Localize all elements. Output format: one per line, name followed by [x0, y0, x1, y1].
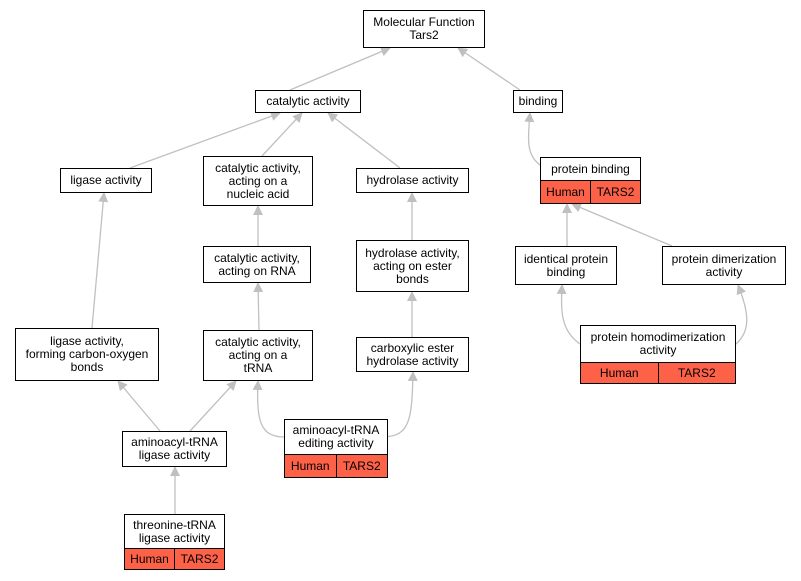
edge-binding-mf	[457, 47, 521, 91]
node-protein-homodimerization[interactable]: protein homodimerization activity	[580, 325, 736, 363]
edge-hydrolase-catalytic	[327, 112, 401, 169]
edge-editing-carbox	[381, 371, 418, 438]
annotation-threonine-trna-ligase: Human TARS2	[124, 549, 225, 570]
node-binding[interactable]: binding	[513, 90, 563, 113]
annotation-species: Human	[541, 181, 590, 203]
edge-catna-catalytic	[261, 112, 303, 157]
node-protein-dimerization[interactable]: protein dimerization activity	[662, 246, 786, 285]
edge-ligco-ligase	[91, 192, 109, 329]
node-hydrolase-ester[interactable]: hydrolase activity, acting on ester bond…	[356, 240, 469, 292]
edge-catalytic-mf	[289, 46, 391, 91]
annotation-protein-homodimerization: Human TARS2	[580, 363, 736, 384]
node-ligase-activity[interactable]: ligase activity	[60, 168, 152, 193]
edge-dimer-protbind	[571, 202, 673, 247]
edge-aatrna-ligco	[117, 380, 161, 432]
node-catalytic-trna[interactable]: catalytic activity, acting on a tRNA	[203, 330, 313, 381]
annotation-gene: TARS2	[335, 455, 387, 477]
node-identical-protein-binding[interactable]: identical protein binding	[515, 246, 617, 285]
annotation-species: Human	[125, 549, 174, 569]
edge-ligase-catalytic	[129, 111, 281, 169]
annotation-gene: TARS2	[590, 181, 640, 203]
edge-cattrna-catrna	[253, 282, 264, 331]
annotation-species: Human	[285, 455, 336, 477]
node-protein-binding[interactable]: protein binding	[540, 157, 641, 181]
annotation-gene: TARS2	[174, 549, 224, 569]
annotation-species: Human	[581, 363, 658, 383]
node-catalytic-activity[interactable]: catalytic activity	[255, 90, 361, 113]
node-aminoacyl-trna-ligase[interactable]: aminoacyl-tRNA ligase activity	[122, 431, 227, 467]
annotation-aminoacyl-trna-editing: Human TARS2	[284, 455, 388, 478]
node-ligase-carbon-oxygen[interactable]: ligase activity, forming carbon-oxygen b…	[15, 328, 159, 381]
node-carboxylic-ester[interactable]: carboxylic ester hydrolase activity	[356, 337, 469, 372]
edge-aatrna-cattrna	[189, 380, 237, 432]
node-molecular-function[interactable]: Molecular Function Tars2	[363, 10, 485, 48]
edge-editing-cattrna	[252, 380, 285, 438]
node-aminoacyl-trna-editing[interactable]: aminoacyl-tRNA editing activity	[284, 419, 388, 455]
node-catalytic-rna[interactable]: catalytic activity, acting on RNA	[203, 246, 311, 283]
node-threonine-trna-ligase[interactable]: threonine-tRNA ligase activity	[124, 514, 225, 549]
node-catalytic-nucleic-acid[interactable]: catalytic activity, acting on a nucleic …	[203, 156, 313, 206]
edge-homodimer-dimer	[735, 284, 748, 345]
node-hydrolase-activity[interactable]: hydrolase activity	[356, 168, 469, 193]
annotation-gene: TARS2	[657, 363, 735, 383]
annotation-protein-binding: Human TARS2	[540, 181, 641, 204]
edge-homodimer-ident	[556, 284, 581, 345]
